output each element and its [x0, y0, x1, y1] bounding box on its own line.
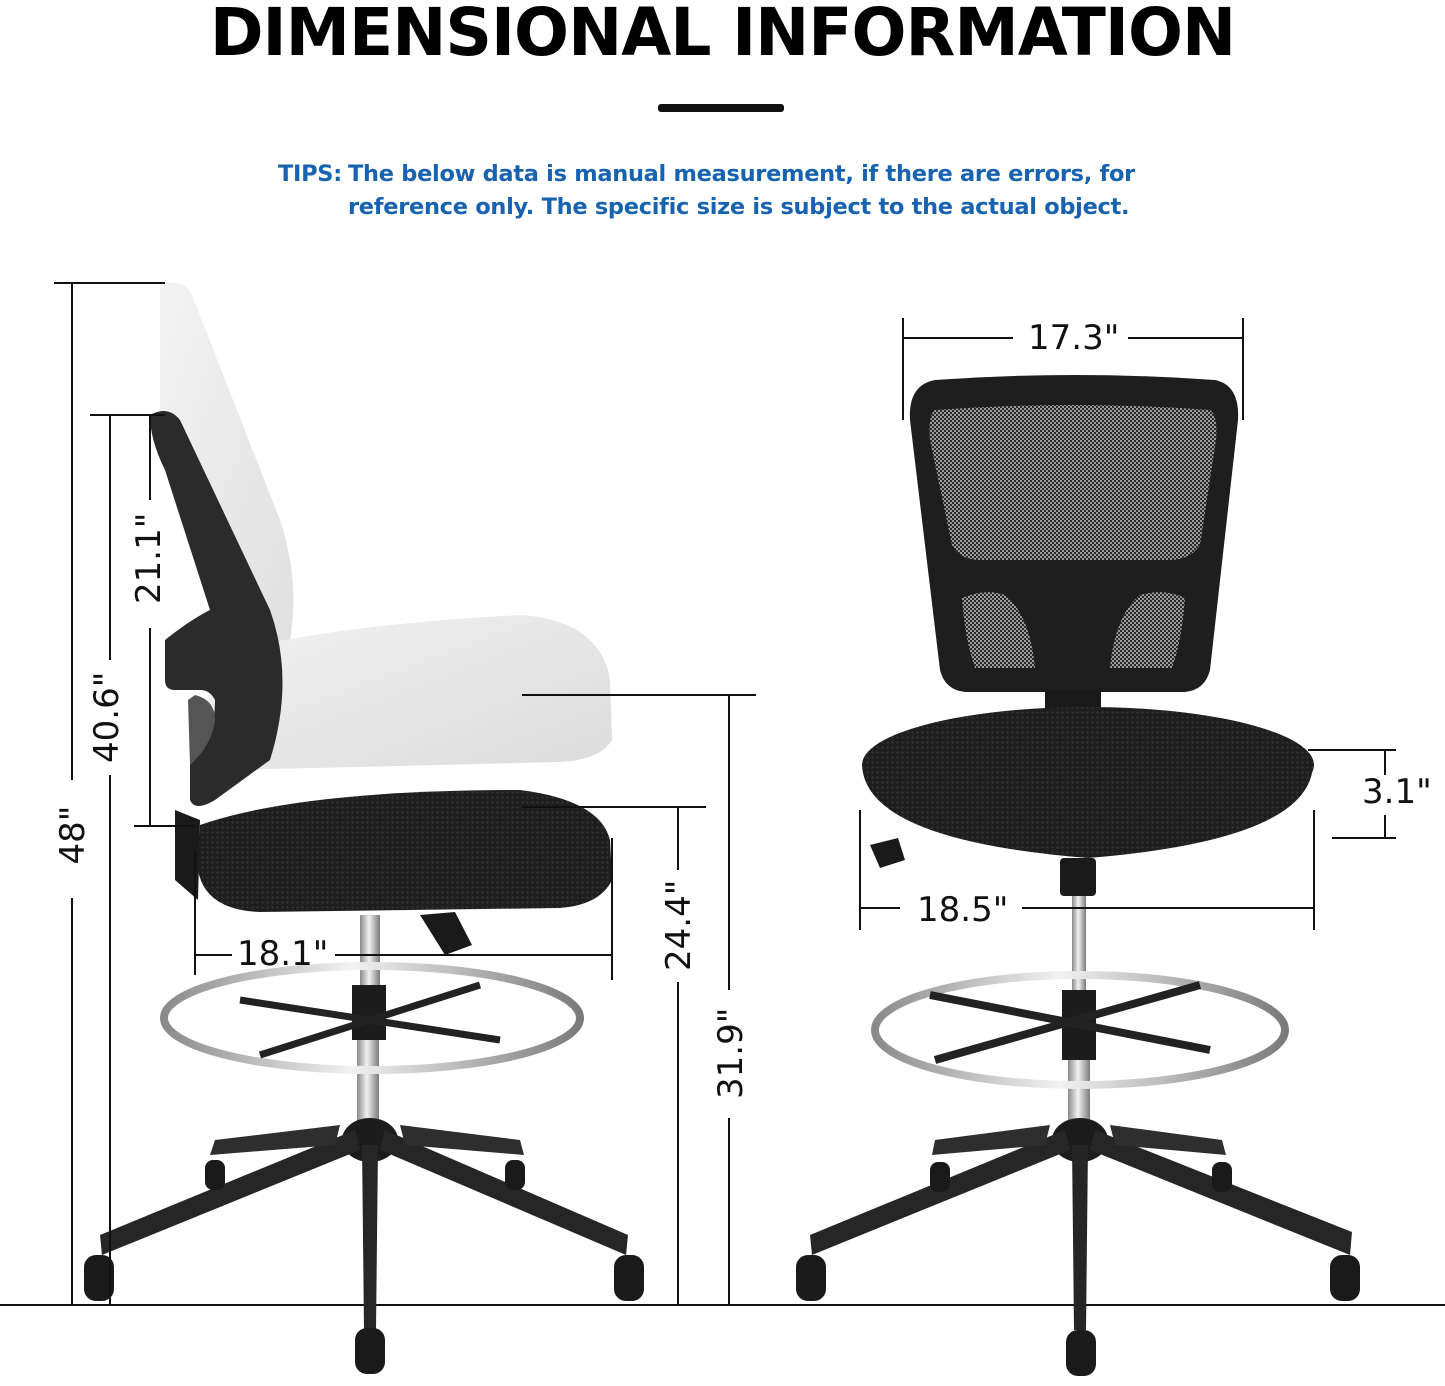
- dim-backrest-height: 21.1": [129, 512, 169, 604]
- dim-backrest-width: 17.3": [1028, 318, 1120, 358]
- side-dimension-lines: [54, 282, 756, 1305]
- side-view-chair: [84, 282, 644, 1374]
- dim-seat-height-min: 24.4": [659, 879, 699, 971]
- dim-overall-height: 48": [53, 805, 93, 865]
- dim-seat-width: 18.5": [917, 890, 1009, 930]
- tips-line-1: The below data is manual measurement, if…: [348, 161, 1135, 187]
- tips-note: TIPS:The below data is manual measuremen…: [278, 158, 1198, 224]
- front-view-chair: [796, 375, 1360, 1376]
- dim-seat-thickness: 3.1": [1362, 772, 1432, 812]
- dim-seat-height-max: 31.9": [711, 1007, 751, 1099]
- tips-line-2: reference only. The specific size is sub…: [348, 194, 1130, 220]
- tips-label: TIPS:: [278, 161, 342, 187]
- front-dimension-lines: [859, 318, 1396, 930]
- dim-seat-depth: 18.1": [237, 934, 329, 974]
- dim-backrest-top-height: 40.6": [87, 671, 127, 763]
- page-title: DIMENSIONAL INFORMATION: [209, 0, 1236, 71]
- title-underline: [658, 104, 784, 112]
